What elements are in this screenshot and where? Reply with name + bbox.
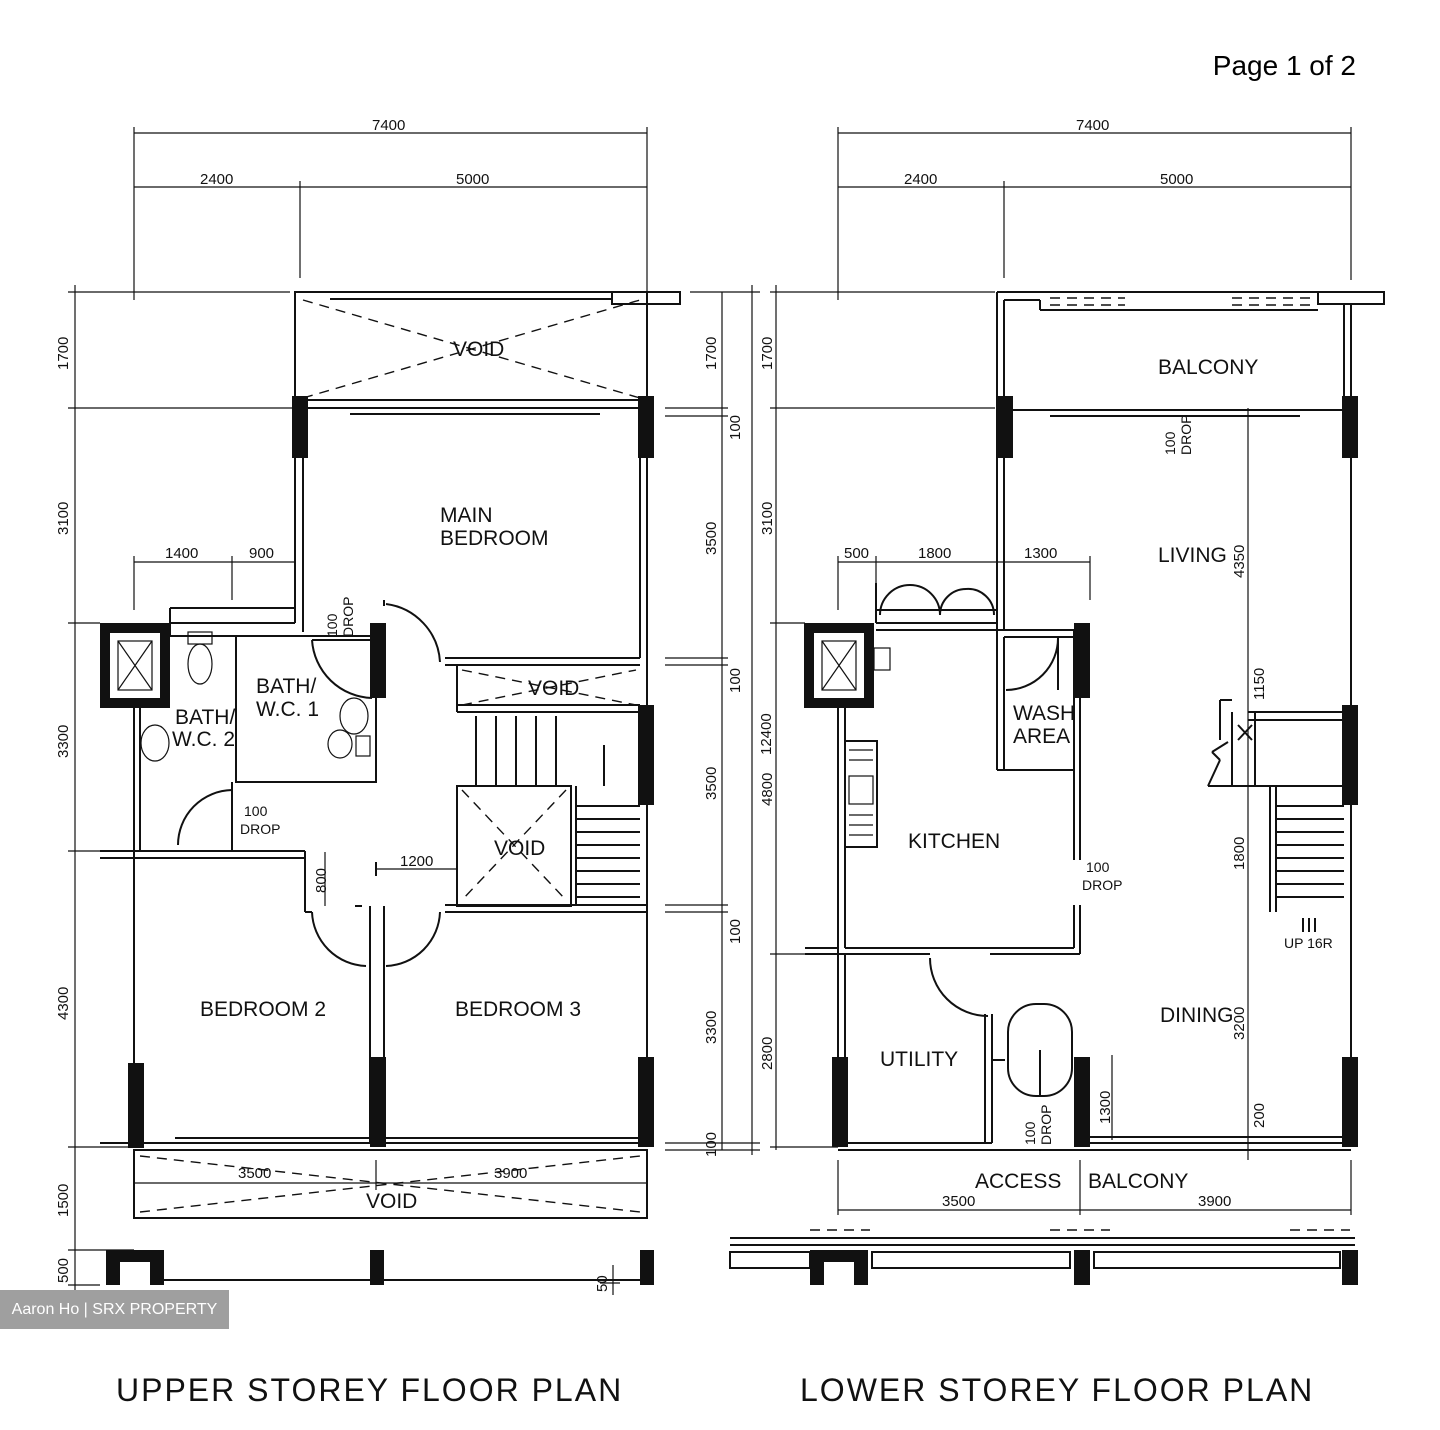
lower-drop-a-label: DROP	[1178, 415, 1194, 455]
upper-dim-left-5: 1500	[55, 1184, 72, 1217]
bedroom-3-label: BEDROOM 3	[455, 998, 581, 1021]
utility-label: UTILITY	[880, 1048, 958, 1071]
upper-dim-right-6: 100	[727, 919, 744, 944]
upper-dimension-lines	[68, 127, 760, 1295]
lower-columns	[832, 396, 1358, 1147]
lower-drop-b-label: DROP	[1082, 877, 1122, 893]
lower-drop-c-label: DROP	[1038, 1105, 1054, 1145]
upper-dim-top-total: 7400	[372, 117, 405, 134]
lower-dim-1150: 1150	[1251, 668, 1268, 700]
upper-dim-inner-left: 1400	[165, 545, 198, 562]
upper-void-top-label: VOID	[453, 338, 504, 361]
lower-dim-1800: 1800	[1231, 837, 1248, 870]
wash-area-label-line2: AREA	[1013, 725, 1070, 748]
lower-walls	[805, 460, 1351, 1151]
upper-storey-plan: VOID MAIN BEDROOM BATH/ W.C. 1 BATH/ W.C…	[55, 117, 775, 1295]
upper-dim-left-4: 4300	[55, 987, 72, 1020]
upper-void-stair-label: VOID	[528, 677, 579, 700]
upper-void-bottom	[106, 1149, 654, 1285]
access-balcony-label: BALCONY	[1088, 1170, 1188, 1193]
upper-dim-right-5: 3500	[703, 767, 720, 800]
lower-dim-left-3: 4800	[759, 773, 776, 806]
upper-dim-door-gap: 800	[313, 868, 330, 893]
upper-dim-corridor: 1200	[400, 853, 433, 870]
lower-dim-inner-b: 1800	[918, 545, 951, 562]
lower-dim-1300: 1300	[1097, 1091, 1114, 1124]
lower-dim-4350: 4350	[1231, 545, 1248, 578]
upper-dim-right-7: 3300	[703, 1011, 720, 1044]
wash-area-label-line1: WASH	[1013, 702, 1075, 725]
lower-dim-left-2: 3100	[759, 502, 776, 535]
upper-dim-bottom-small: 50	[594, 1275, 611, 1292]
lower-dim-top-right: 5000	[1160, 171, 1193, 188]
dining-label: DINING	[1160, 1004, 1234, 1027]
lower-doors	[844, 584, 1073, 1097]
lower-drop-a-value: 100	[1162, 431, 1178, 455]
lower-lift-shaft	[804, 623, 891, 708]
bath1-label-line2: W.C. 1	[256, 698, 319, 721]
page-number: Page 1 of 2	[1212, 50, 1356, 81]
upper-dim-top-left: 2400	[200, 171, 233, 188]
upper-dim-right-3: 3500	[703, 522, 720, 555]
upper-dim-right-2: 100	[727, 415, 744, 440]
access-label: ACCESS	[975, 1170, 1061, 1193]
upper-dim-right-total: 12400	[758, 713, 775, 755]
upper-drop-a-label: DROP	[340, 597, 356, 637]
lower-drop-c-value: 100	[1022, 1121, 1038, 1145]
upper-dim-left-2: 3100	[55, 502, 72, 535]
upper-dim-bottom-right: 3900	[494, 1165, 527, 1182]
upper-walls	[100, 400, 648, 1147]
stair-up-label: UP 16R	[1284, 935, 1333, 951]
lower-dim-bottom-left: 3500	[942, 1193, 975, 1210]
main-bedroom-label-line1: MAIN	[440, 504, 493, 527]
upper-drop-a-value: 100	[324, 613, 340, 637]
upper-doors	[140, 603, 441, 967]
upper-columns	[128, 396, 654, 1148]
upper-void-bottom-label: VOID	[366, 1190, 417, 1213]
living-label: LIVING	[1158, 544, 1227, 567]
lower-access-strip	[729, 1229, 1358, 1285]
upper-drop-b-value: 100	[244, 803, 268, 819]
upper-dim-right-8: 100	[703, 1132, 720, 1157]
upper-dim-inner-right: 900	[249, 545, 274, 562]
lower-dim-bottom-right: 3900	[1198, 1193, 1231, 1210]
upper-dim-right-1: 1700	[703, 337, 720, 370]
lower-dim-left-4: 2800	[759, 1037, 776, 1070]
lower-dim-3200: 3200	[1231, 1007, 1248, 1040]
upper-storey-title: UPPER STOREY FLOOR PLAN	[116, 1372, 624, 1408]
bath1-label-line1: BATH/	[256, 675, 316, 698]
bath2-label-line2: W.C. 2	[172, 728, 235, 751]
lower-storey-title: LOWER STOREY FLOOR PLAN	[800, 1372, 1315, 1408]
upper-dim-left-3: 3300	[55, 725, 72, 758]
lower-storey-plan: BALCONY LIVING KITCHEN WASH AREA UTILITY…	[729, 117, 1385, 1285]
upper-lift-shaft	[100, 623, 170, 708]
kitchen-label: KITCHEN	[908, 830, 1000, 853]
lower-dim-inner-c: 1300	[1024, 545, 1057, 562]
upper-dim-right-4: 100	[727, 668, 744, 693]
lower-dim-top-total: 7400	[1076, 117, 1109, 134]
bedroom-2-label: BEDROOM 2	[200, 998, 326, 1021]
lower-dim-200: 200	[1251, 1103, 1268, 1128]
lower-dimension-lines	[770, 127, 1352, 1215]
upper-void-middle-label: VOID	[494, 837, 545, 860]
bath2-label-line1: BATH/	[175, 706, 235, 729]
upper-dim-bottom-left: 3500	[238, 1165, 271, 1182]
lower-balcony-label: BALCONY	[1158, 356, 1258, 379]
lower-dim-top-left: 2400	[904, 171, 937, 188]
watermark: Aaron Ho | SRX PROPERTY	[0, 1290, 229, 1329]
lower-stairs	[1207, 699, 1344, 932]
upper-stairs	[324, 669, 640, 907]
upper-dim-left-6: 500	[55, 1258, 72, 1283]
upper-drop-b-label: DROP	[240, 821, 280, 837]
upper-dim-top-right: 5000	[456, 171, 489, 188]
main-bedroom-label-line2: BEDROOM	[440, 527, 549, 550]
upper-void-top	[294, 291, 681, 401]
lower-dim-inner-a: 500	[844, 545, 869, 562]
lower-drop-b-value: 100	[1086, 859, 1110, 875]
upper-dim-left-1: 1700	[55, 337, 72, 370]
lower-dim-left-1: 1700	[759, 337, 776, 370]
